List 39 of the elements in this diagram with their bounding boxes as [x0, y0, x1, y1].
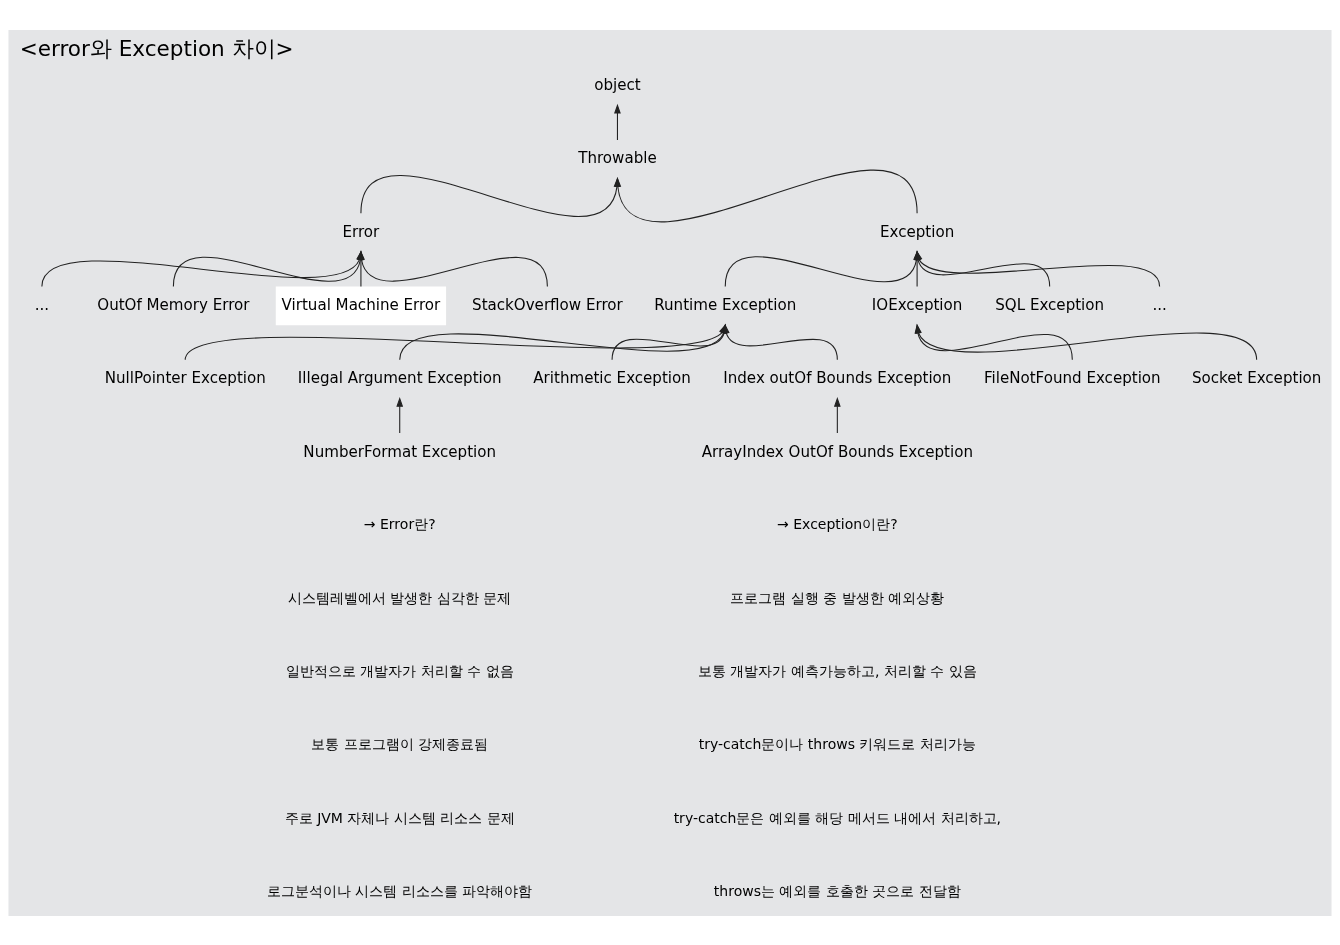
- node-text: FileNotFound Exception: [983, 368, 1161, 387]
- label: 프로그램 실행 중 발생한 예외상황: [730, 589, 945, 606]
- label: try-catch문이나 throws 키워드로 처리가능: [698, 735, 976, 752]
- node-text: Runtime Exception: [654, 295, 797, 314]
- label: 보통 개발자가 예측가능하고, 처리할 수 있음: [697, 662, 977, 679]
- arrow: [914, 323, 1073, 360]
- node-text: NullPointer Exception: [104, 368, 266, 387]
- node-text: Exception: [879, 222, 955, 241]
- node-text: StackOverflow Error: [472, 295, 623, 314]
- node-text: Illegal Argument Exception: [297, 368, 502, 387]
- label: 주로 JVM 자체나 시스템 리소스 문제: [284, 809, 515, 826]
- arrow: [614, 103, 621, 140]
- label: → Error란?: [363, 515, 436, 532]
- node-text: ...: [34, 295, 50, 314]
- label: → Exception이란?: [777, 515, 898, 532]
- node-text: Socket Exception: [1191, 368, 1322, 387]
- arrow: [833, 396, 841, 434]
- diagram-title: <error와 Exception 차이>: [19, 35, 294, 61]
- node-text: OutOf Memory Error: [97, 295, 250, 314]
- label: try-catch문은 예외를 해당 메서드 내에서 처리하고,: [673, 809, 1002, 826]
- node-text: NumberFormat Exception: [303, 442, 497, 461]
- node-text: Throwable: [578, 148, 657, 167]
- node-text: SQL Exception: [995, 295, 1105, 314]
- arrow: [915, 323, 1258, 360]
- label: 시스템레벨에서 발생한 심각한 문제: [288, 589, 512, 606]
- label: throws는 예외를 호출한 곳으로 전달함: [713, 882, 961, 899]
- node-text: IOException: [871, 295, 963, 314]
- node-text: ...: [1152, 295, 1167, 314]
- arrow: [722, 323, 838, 360]
- node-text: Arithmetic Exception: [533, 368, 691, 387]
- label: 보통 프로그램이 강제종료됨: [311, 735, 489, 752]
- node-text: ArrayIndex OutOf Bounds Exception: [701, 442, 973, 461]
- node-text: object: [594, 75, 641, 94]
- node-text: Error: [342, 222, 380, 241]
- node-box: Virtual Machine Error: [275, 286, 447, 325]
- label: 로그분석이나 시스템 리소스를 파악해야함: [267, 882, 533, 899]
- arrow: [396, 396, 404, 434]
- node-text: Index outOf Bounds Exception: [723, 368, 952, 387]
- label: 일반적으로 개발자가 처리할 수 없음: [285, 662, 514, 679]
